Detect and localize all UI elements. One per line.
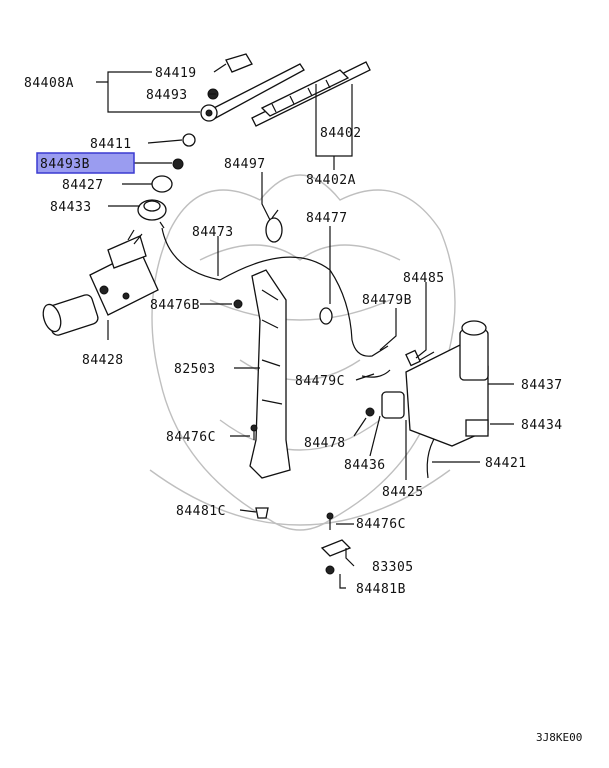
highlight-84493B [36,152,135,174]
label-84477: 84477 [306,211,348,226]
label-84473: 84473 [192,225,234,240]
label-84411: 84411 [90,137,132,152]
part-labels: 84408A 84419 84493 84411 84493B 84427 84… [24,66,563,597]
diagram-code: 3J8KE00 [536,731,582,744]
washer-reservoir [405,320,489,447]
label-83305: 83305 [372,560,414,575]
label-84476C-upper: 84476C [166,430,216,445]
label-84481B: 84481B [356,582,406,597]
label-84434: 84434 [521,418,563,433]
label-82503: 82503 [174,362,216,377]
label-84436: 84436 [344,458,386,473]
label-84497: 84497 [224,157,266,172]
washer-pump [365,349,421,419]
label-84425: 84425 [382,485,424,500]
label-84481C: 84481C [176,504,226,519]
bracket-82503 [233,269,291,479]
label-84493B: 84493B [40,157,90,172]
label-84479B: 84479B [362,293,412,308]
label-84408A: 84408A [24,76,74,91]
label-84402A: 84402A [306,173,356,188]
label-84476B: 84476B [150,298,200,313]
screws [250,424,352,575]
label-84421: 84421 [485,456,527,471]
label-84493: 84493 [146,88,188,103]
wiper-motor [42,229,159,336]
wiper-arm [200,53,305,122]
label-84476C-lower: 84476C [356,517,406,532]
label-84428: 84428 [82,353,124,368]
hose-clip [265,209,283,243]
label-84433: 84433 [50,200,92,215]
label-84419: 84419 [155,66,197,81]
label-84479C: 84479C [295,374,345,389]
motor-hardware [137,133,196,221]
leader-lines [96,63,514,589]
grommet [319,307,333,325]
label-84402: 84402 [320,126,362,141]
label-84437: 84437 [521,378,563,393]
label-84478: 84478 [304,436,346,451]
wiper-blade [251,61,371,127]
label-84485: 84485 [403,271,445,286]
label-84427: 84427 [62,178,104,193]
